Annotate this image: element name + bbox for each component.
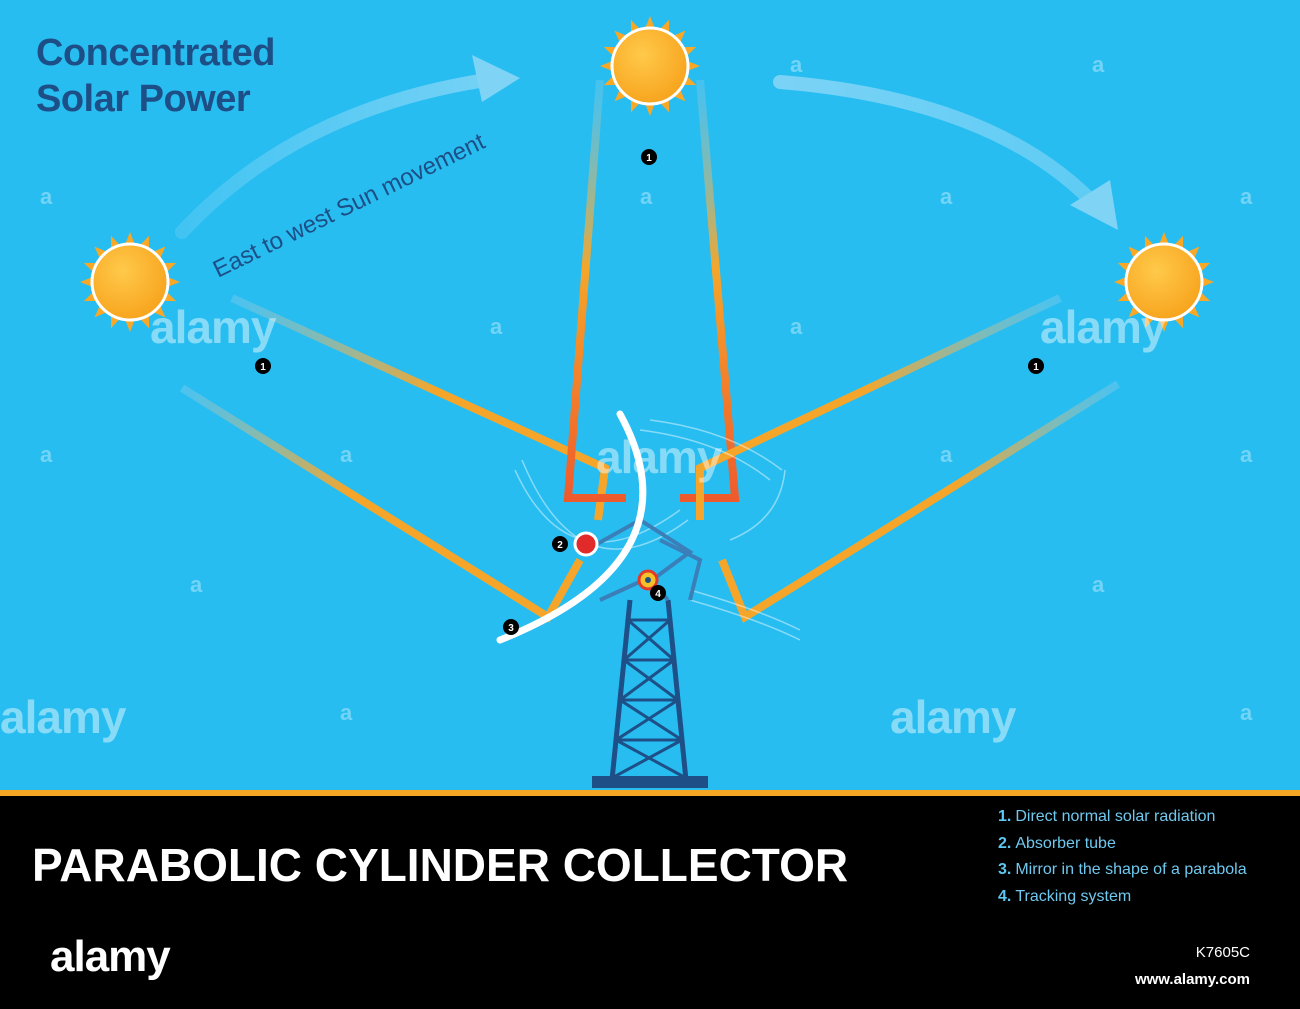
- diagram-title: Concentrated Solar Power: [36, 30, 275, 122]
- sun-ray: [1128, 246, 1143, 261]
- footer-title: PARABOLIC CYLINDER COLLECTOR: [32, 839, 849, 891]
- stock-url: www.alamy.com: [1134, 971, 1250, 988]
- tower-base: [592, 776, 708, 788]
- marker-1-right-text: 1: [1033, 362, 1039, 373]
- marker-2-text: 2: [557, 540, 563, 551]
- sun-ray: [671, 30, 686, 45]
- watermark-letter: a: [940, 184, 953, 209]
- legend-label: Direct normal solar radiation: [1015, 808, 1216, 825]
- footer-panel: PARABOLIC CYLINDER COLLECTOR 1.Direct no…: [0, 796, 1300, 1009]
- marker-1-left-text: 1: [260, 362, 266, 373]
- tracking-system-hub: [645, 577, 651, 583]
- support-tower: [609, 599, 689, 781]
- sun-ray: [671, 87, 686, 102]
- sun-ray: [614, 87, 629, 102]
- legend-number: 4.: [998, 887, 1012, 905]
- marker-1-top-text: 1: [646, 153, 652, 164]
- watermark-letter: a: [1240, 700, 1253, 725]
- motion-arc-left: [175, 71, 507, 239]
- sun-ray: [151, 246, 166, 261]
- sun-ray: [614, 30, 629, 45]
- motion-arrowhead-right: [1070, 180, 1118, 230]
- sun-ray: [151, 303, 166, 318]
- ray-right-lower: [718, 380, 1121, 623]
- image-id: K7605C: [1195, 944, 1250, 961]
- watermark-letter: a: [940, 442, 953, 467]
- marker-1-left: 1: [255, 358, 271, 374]
- legend-item: 3.Mirror in the shape of a parabola: [998, 861, 1247, 888]
- absorber-tube: [573, 531, 599, 557]
- watermark-letter: a: [340, 442, 353, 467]
- watermark-letter: a: [1240, 442, 1253, 467]
- watermark-letter: a: [790, 52, 803, 77]
- legend-item: 1.Direct normal solar radiation: [998, 808, 1247, 835]
- title-line-1: Concentrated: [36, 32, 275, 74]
- legend-label: Tracking system: [1015, 887, 1132, 905]
- legend-number: 1.: [998, 808, 1012, 825]
- sun-left: [80, 232, 180, 332]
- footer-brand-logo: alamy: [50, 932, 171, 981]
- legend-item: 4.Tracking system: [998, 888, 1247, 915]
- watermark-letter: a: [40, 442, 53, 467]
- watermark-brand: alamy: [1040, 301, 1166, 353]
- watermark-brand: alamy: [0, 691, 126, 743]
- legend-number: 3.: [998, 861, 1012, 878]
- watermark-brand: alamy: [596, 431, 722, 483]
- ray-right-upper: [696, 294, 1062, 520]
- ray-top-left: [563, 79, 626, 502]
- legend-number: 2.: [998, 834, 1012, 852]
- watermark-letter: a: [40, 184, 53, 209]
- parabolic-mirror: [496, 410, 647, 644]
- watermark-letter: a: [490, 314, 503, 339]
- watermark-letter: a: [790, 314, 803, 339]
- watermark-letter: a: [340, 700, 353, 725]
- sun-ray: [1185, 246, 1200, 261]
- legend-label: Absorber tube: [1015, 834, 1116, 852]
- legend-item: 2.Absorber tube: [998, 835, 1247, 862]
- motion-arc-right: [773, 75, 1107, 217]
- sun-ray: [1185, 303, 1200, 318]
- ray-left-upper: [230, 294, 610, 521]
- marker-2: 2: [552, 536, 568, 552]
- ray-left-lower: [179, 384, 584, 623]
- collector-diagram: 1 1 1 2 3 4 East to west Sun movement: [80, 16, 1214, 788]
- marker-3: 3: [503, 619, 519, 635]
- sun-ray: [94, 303, 109, 318]
- marker-4-text: 4: [655, 589, 661, 600]
- sun-top: [600, 16, 700, 116]
- watermark-brand: alamy: [890, 691, 1016, 743]
- watermark-brand: alamy: [150, 301, 276, 353]
- sun-ray: [1128, 303, 1143, 318]
- watermark-letter: a: [1092, 572, 1105, 597]
- sun-right: [1114, 232, 1214, 332]
- watermark-letter: a: [640, 184, 653, 209]
- ground-stripe: [0, 790, 1300, 796]
- marker-1-right: 1: [1028, 358, 1044, 374]
- marker-3-text: 3: [508, 623, 514, 634]
- legend-label: Mirror in the shape of a parabola: [1015, 861, 1247, 878]
- motion-arrowhead-left: [472, 55, 520, 102]
- watermark-letter: a: [190, 572, 203, 597]
- title-line-2: Solar Power: [36, 78, 251, 120]
- legend: 1.Direct normal solar radiation 2.Absorb…: [998, 808, 1247, 914]
- arc-label: East to west Sun movement: [209, 128, 490, 283]
- watermark-letter: a: [1092, 52, 1105, 77]
- sky-background: [0, 0, 1300, 790]
- marker-4: 4: [650, 585, 666, 601]
- watermark-letter: a: [1240, 184, 1253, 209]
- sun-ray: [94, 246, 109, 261]
- marker-1-top: 1: [641, 149, 657, 165]
